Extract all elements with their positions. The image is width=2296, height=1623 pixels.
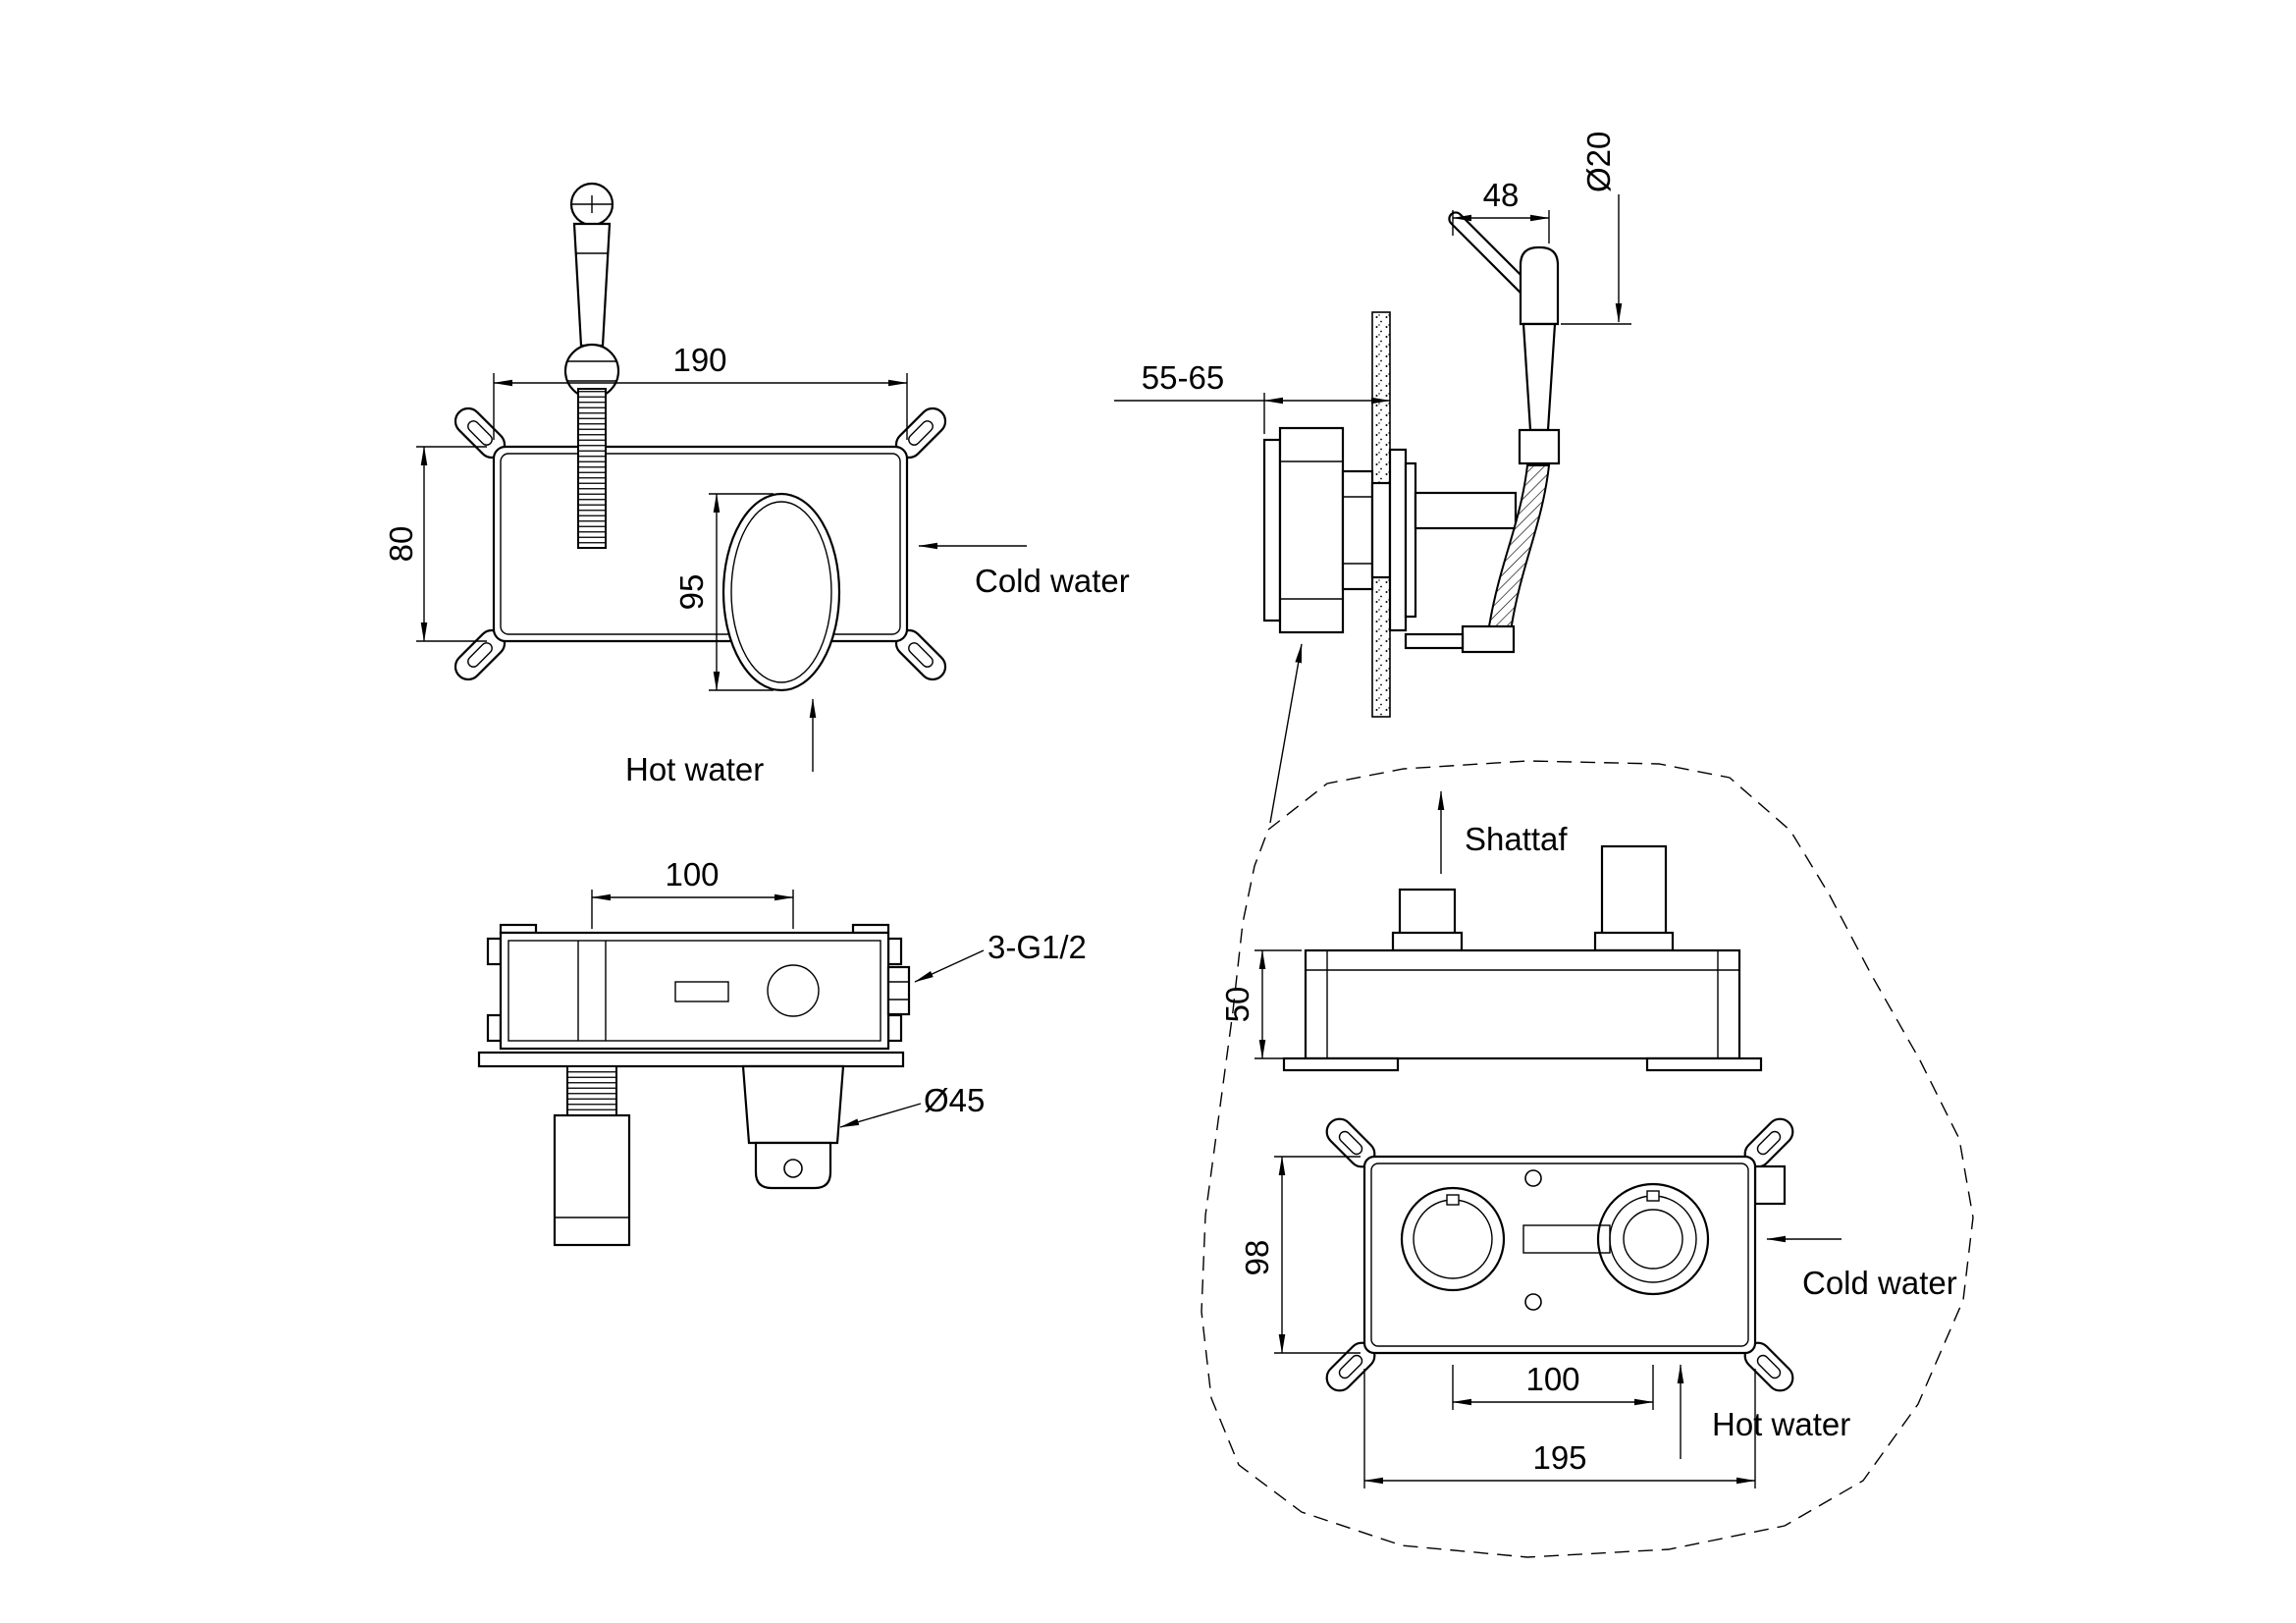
dim-plate-height-label: 80 xyxy=(383,526,419,563)
detail-leader-arrow xyxy=(1269,643,1303,824)
dim-outlet-diameter: Ø45 xyxy=(839,1082,985,1128)
sprayer-head-side xyxy=(1519,245,1560,326)
escutcheon-and-holder xyxy=(1388,448,1518,632)
dim-wall-depth-label: 55-65 xyxy=(1142,359,1224,396)
rough-in-box-front xyxy=(1325,1117,1794,1392)
cold-water-label: Cold water xyxy=(975,563,1130,599)
hose-elbow xyxy=(1404,632,1465,650)
dim-box-height-label: 98 xyxy=(1239,1240,1275,1276)
mounting-ear xyxy=(454,628,507,681)
detail-view: Shattaf 50 xyxy=(1201,760,1974,1558)
valve-box-top xyxy=(486,923,911,1051)
dim-valve-spacing-label: 100 xyxy=(1525,1361,1579,1397)
side-outlet-tab xyxy=(1753,1164,1787,1206)
dim-box-height: 98 xyxy=(1239,1156,1361,1354)
dim-pipe-diameter-label: Ø20 xyxy=(1580,132,1617,192)
side-port xyxy=(886,965,911,1016)
concealed-valve-body xyxy=(1262,426,1392,634)
rough-in-box-side xyxy=(1282,844,1763,1072)
shattaf-annotation: Shattaf xyxy=(1437,790,1568,874)
mounting-ear xyxy=(1743,1117,1794,1168)
dim-handle-height: 95 xyxy=(673,493,774,691)
dim-wall-depth: 55-65 xyxy=(1114,359,1391,434)
cold-water-label: Cold water xyxy=(1802,1265,1957,1301)
dim-handle-offset-label: 48 xyxy=(1483,177,1520,213)
sprayer-holder-arm xyxy=(1414,491,1518,530)
side-view: 48 Ø20 55-65 xyxy=(1114,132,1631,824)
hot-water-label: Hot water xyxy=(625,751,764,787)
base-plate-edge xyxy=(477,1051,905,1068)
dim-plate-width: 190 xyxy=(493,342,908,440)
dim-box-width-label: 195 xyxy=(1532,1439,1586,1476)
cold-valve-port xyxy=(1596,1182,1710,1296)
mixer-handle xyxy=(721,492,841,692)
hot-water-annotation: Hot water xyxy=(625,698,817,787)
detail-boundary xyxy=(1201,760,1974,1558)
dim-plate-width-label: 190 xyxy=(672,342,726,378)
cold-water-annotation-detail: Cold water xyxy=(1766,1235,1957,1301)
mounting-plate xyxy=(492,445,909,643)
sprayer-nozzle xyxy=(1518,428,1561,465)
dim-box-depth-label: 50 xyxy=(1219,987,1255,1023)
dim-port-spacing: 100 xyxy=(591,856,794,929)
flex-hose xyxy=(1487,464,1551,633)
plan-view: 100 3-G1/2 Ø45 xyxy=(477,856,1087,1247)
dim-plate-height: 80 xyxy=(383,446,487,642)
sprayer-body xyxy=(572,222,612,348)
threaded-stem xyxy=(577,388,607,549)
dim-outlet-diameter-label: Ø45 xyxy=(924,1082,985,1118)
dim-box-depth: 50 xyxy=(1219,949,1302,1059)
outlet-spout-bottom xyxy=(741,1064,845,1190)
front-view: 190 80 95 Cold water Hot water xyxy=(383,182,1130,787)
hot-water-annotation-detail: Hot water xyxy=(1677,1364,1850,1459)
dim-handle-height-label: 95 xyxy=(673,574,710,611)
cold-water-annotation: Cold water xyxy=(918,542,1130,599)
sprayer-mount-bottom xyxy=(553,1065,631,1247)
dim-box-width: 195 xyxy=(1363,1369,1756,1488)
dim-valve-spacing: 100 xyxy=(1452,1361,1654,1410)
dim-handle-offset: 48 xyxy=(1452,177,1550,243)
hot-valve-port xyxy=(1400,1186,1506,1292)
hose-fitting xyxy=(1461,624,1516,654)
thread-annotation: 3-G1/2 xyxy=(914,929,1087,983)
hot-water-label: Hot water xyxy=(1712,1406,1850,1442)
thread-label: 3-G1/2 xyxy=(988,929,1087,965)
dim-pipe-diameter: Ø20 xyxy=(1561,132,1631,325)
sprayer-body-side xyxy=(1522,322,1557,432)
center-window xyxy=(1522,1224,1611,1254)
shattaf-label: Shattaf xyxy=(1465,821,1568,857)
sprayer-side xyxy=(1404,211,1561,654)
dim-port-spacing-label: 100 xyxy=(665,856,719,893)
